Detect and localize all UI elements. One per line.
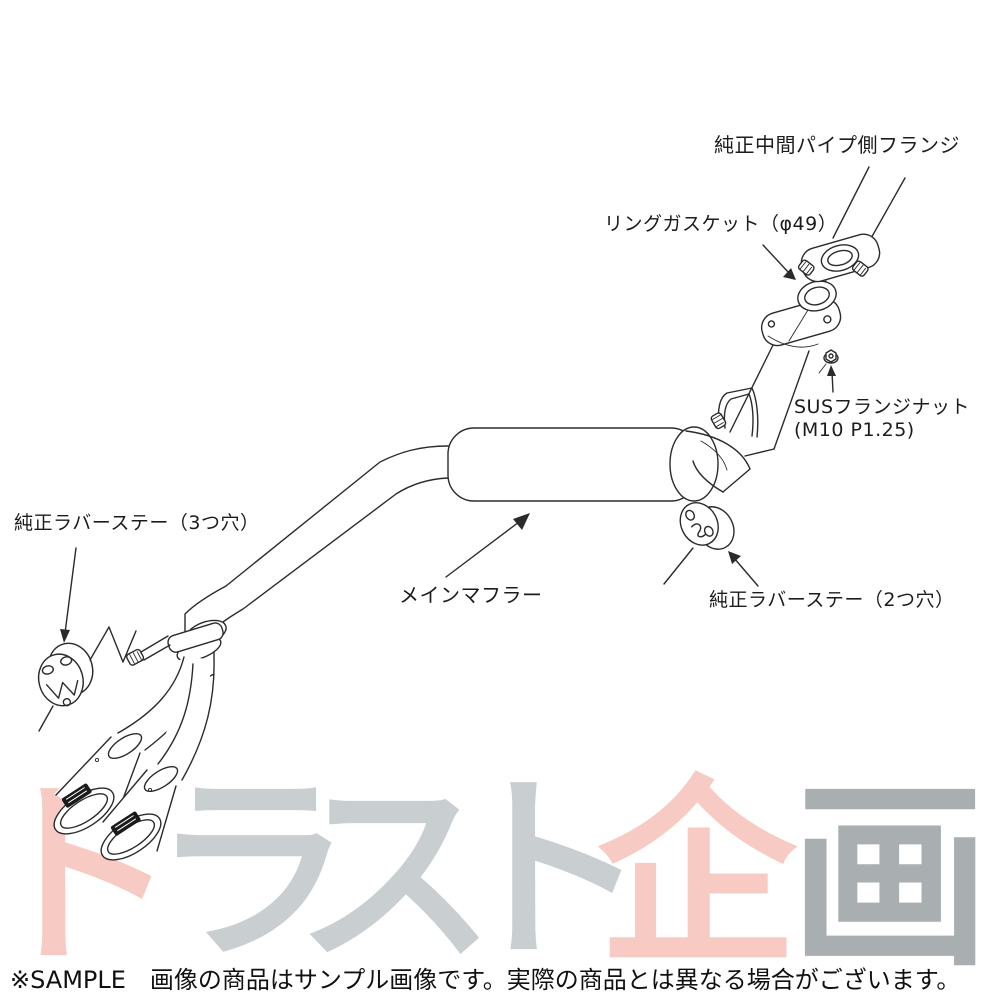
- label-sus-nut-line1: SUSフランジナット: [794, 396, 971, 418]
- arrow-to-gasket: [762, 244, 796, 280]
- arrow-to-stay2: [728, 551, 759, 587]
- label-sus-nut: SUSフランジナット (M10 P1.25): [794, 396, 970, 442]
- stud-bolt: [797, 259, 815, 276]
- label-rubber-stay-3hole: 純正ラバーステー（3つ穴）: [14, 512, 260, 534]
- rubber-stay-2hole: [663, 502, 735, 585]
- label-rubber-stay-2hole: 純正ラバーステー（2つ穴）: [709, 589, 955, 611]
- watermark-char: 画: [790, 762, 991, 995]
- tailpipe-branch-right: [155, 657, 215, 782]
- stud-bolt: [851, 260, 869, 277]
- flange-nut: [818, 349, 839, 374]
- tip-logo-stamp: [110, 811, 141, 836]
- annotation-arrows: [60, 244, 836, 643]
- watermark-char: ト: [448, 755, 649, 988]
- muffler-body: [447, 426, 751, 502]
- ring-gasket: [797, 280, 837, 312]
- tip-logo-stamp: [61, 783, 92, 808]
- label-sus-nut-line2: (M10 P1.25): [794, 418, 915, 441]
- rubber-stay-3hole: [37, 626, 137, 732]
- hanger-bracket-right: [710, 387, 759, 438]
- watermark-char: ラ: [152, 755, 353, 988]
- watermark-char: 企: [597, 759, 798, 992]
- arrow-to-muffler: [445, 513, 530, 578]
- label-oem-flange: 純正中間パイプ側フランジ: [714, 133, 960, 157]
- sample-disclaimer: ※SAMPLE 画像の商品はサンプル画像です。実際の商品とは異なる場合がございま…: [10, 966, 961, 994]
- arrow-to-nut: [827, 365, 836, 393]
- hanger-rod-left: [126, 622, 224, 666]
- watermark-char: ス: [295, 759, 496, 992]
- arrow-to-stay3: [60, 547, 77, 643]
- connecting-pipe: [729, 338, 810, 457]
- label-main-muffler: メインマフラー: [399, 583, 543, 607]
- exhaust-tip-right: [100, 765, 179, 861]
- inlet-pipe: [184, 445, 449, 680]
- oem-flange: [797, 233, 881, 283]
- label-ring-gasket: リングガスケット（φ49）: [604, 213, 838, 235]
